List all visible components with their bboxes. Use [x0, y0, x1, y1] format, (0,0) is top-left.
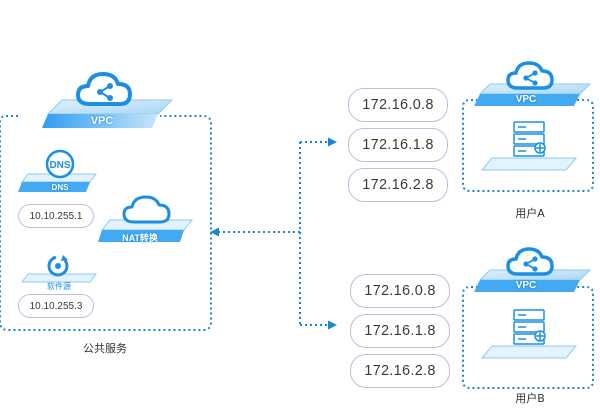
user-a-ip-2: 172.16.1.8 [348, 128, 448, 162]
user-b-name: 用户B [515, 392, 545, 405]
server-plate [480, 345, 578, 359]
user-a-server-graphic [480, 121, 578, 171]
user-b-ip-3: 172.16.2.8 [350, 354, 450, 388]
dns-icon-text: DNS [49, 160, 70, 171]
refresh-icon [47, 255, 69, 277]
dns-ip-address: 10.10.255.1 [18, 204, 94, 228]
user-b-vpc-graphic [474, 247, 592, 292]
arrow-to-user-a [328, 137, 337, 147]
cloud-icon [122, 195, 171, 224]
user-b-server-graphic [480, 309, 578, 359]
software-plate [21, 273, 97, 283]
cloud-share-icon [506, 247, 554, 276]
user-a-ip-3: 172.16.2.8 [348, 168, 448, 202]
dns-label: DNS [51, 183, 69, 192]
dns-graphic: DNS [18, 149, 97, 192]
vpc-label-bar [42, 114, 158, 128]
user-a-name: 用户A [515, 207, 545, 220]
dns-label-bar [18, 182, 90, 192]
software-ip-address: 10.10.255.3 [18, 294, 94, 318]
cloud-share-icon [506, 61, 554, 90]
user-b-ip-2: 172.16.1.8 [350, 314, 450, 348]
arrow-to-user-b [328, 320, 337, 330]
cloud-share-icon [76, 72, 132, 106]
user-a-vpc-label: VPC [515, 94, 537, 105]
user-b-ip-1: 172.16.0.8 [350, 274, 450, 308]
user-a-boundary [462, 99, 594, 192]
nat-label: NAT转换 [122, 233, 158, 243]
user-a-vpc-graphic [474, 61, 592, 106]
nat-label-bar [98, 230, 184, 242]
dns-icon: DNS [45, 149, 75, 179]
link-public-to-users [218, 141, 329, 326]
vpc-label-bar [474, 280, 580, 292]
vpc-label-bar [474, 94, 580, 106]
public-vpc-label: VPC [90, 115, 114, 127]
server-rack-icon [513, 309, 546, 345]
public-services-boundary [0, 115, 212, 331]
arrow-left [210, 227, 219, 237]
user-b-vpc-label: VPC [515, 280, 537, 291]
user-a-ip-1: 172.16.0.8 [348, 88, 448, 122]
server-plate [480, 157, 578, 171]
software-source-graphic [21, 255, 97, 283]
user-b-boundary [462, 286, 594, 389]
software-source-label: 软件源 [47, 282, 71, 291]
nat-graphic [98, 195, 194, 242]
server-rack-icon [513, 121, 546, 157]
public-vpc-graphic [42, 72, 174, 128]
public-services-caption: 公共服务 [83, 342, 127, 355]
